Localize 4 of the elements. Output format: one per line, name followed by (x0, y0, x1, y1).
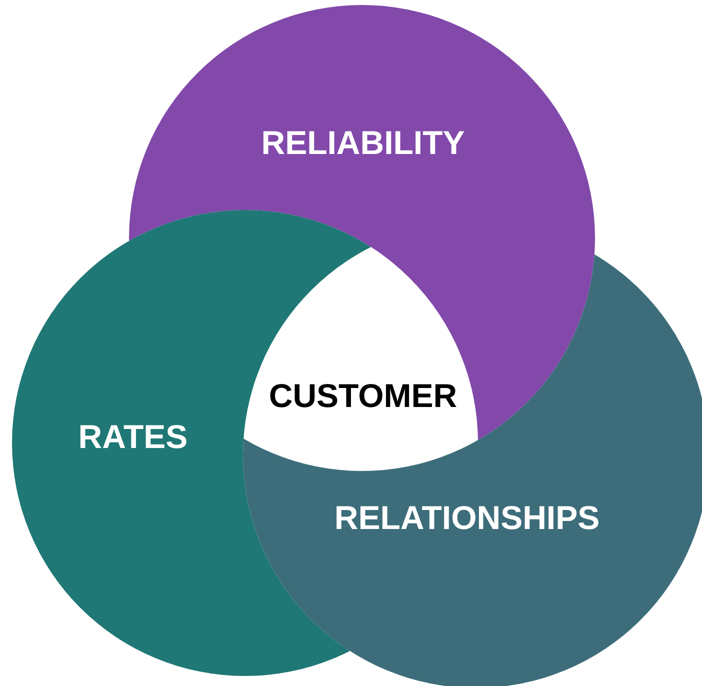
center-label: CUSTOMER (268, 378, 458, 414)
circle-label: RELIABILITY (261, 124, 465, 162)
circle-label: RATES (78, 418, 188, 456)
circle-label: RELATIONSHIPS (334, 500, 600, 536)
